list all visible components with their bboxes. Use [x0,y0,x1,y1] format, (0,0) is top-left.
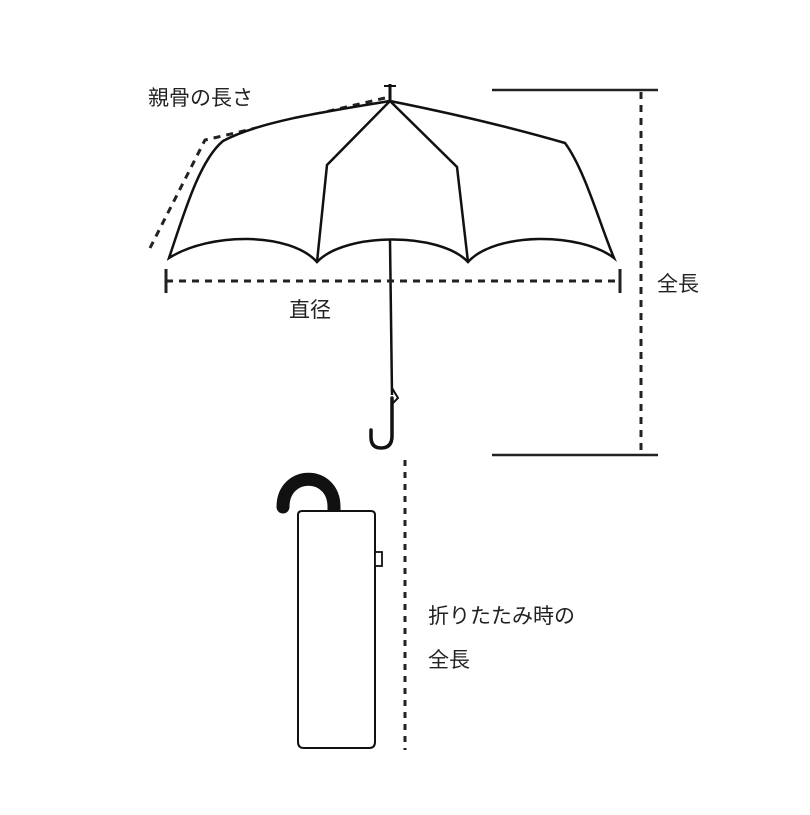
total-length-label: 全長 [657,272,699,296]
folded-umbrella-handle [276,472,341,522]
folded-umbrella-button [374,551,383,567]
shaft-button [391,387,400,405]
folded-umbrella-body [297,510,376,749]
diameter-label: 直径 [289,298,331,322]
umbrella-shaft [388,239,394,396]
canopy-seam-left [315,100,391,263]
rib-length-label: 親骨の長さ [148,86,253,110]
rib-length-dimension-line [148,96,386,249]
umbrella-canopy [166,99,617,264]
open-umbrella-handle [369,396,394,450]
folded-length-label-line1: 折りたたみ時の [428,604,575,628]
folded-length-label-line2: 全長 [428,648,470,672]
canopy-seam-right [389,100,470,263]
